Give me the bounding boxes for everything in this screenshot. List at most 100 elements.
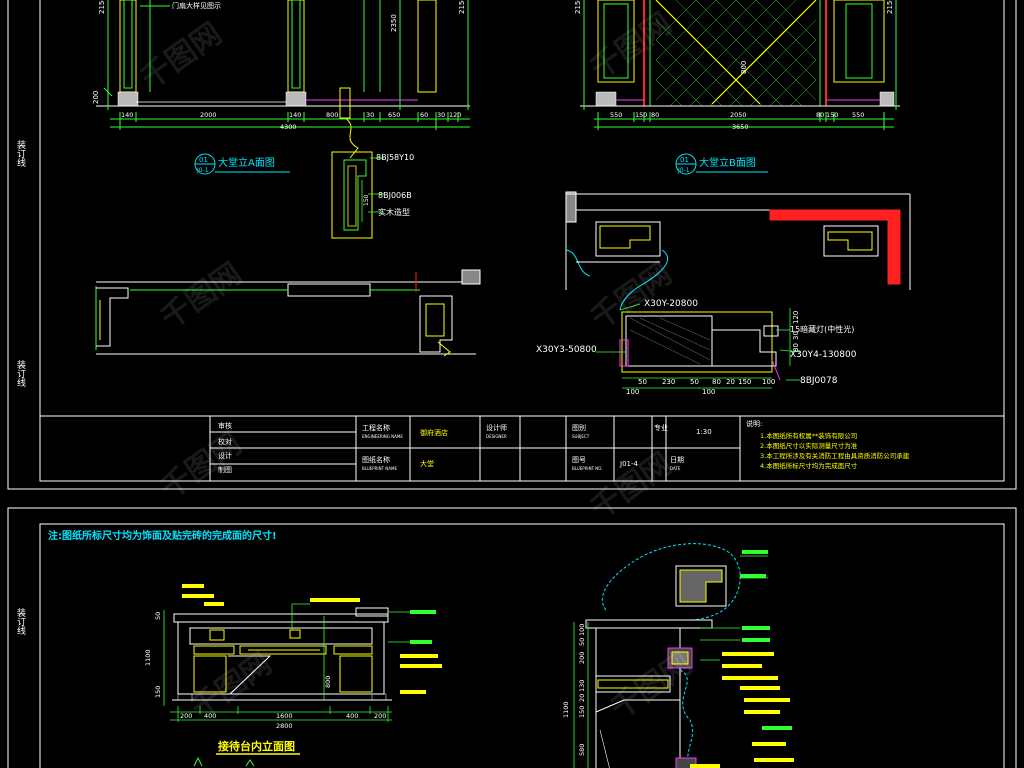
- tb-drawing-label-en: BLUEPRINT NAME: [362, 466, 397, 471]
- dim-label: 1100: [144, 649, 152, 666]
- dim-label: 650: [388, 111, 400, 119]
- dim-label: 200: [180, 712, 192, 720]
- title-block-text: 审核 校对 设计 制图 工程名称 ENGINEERING NAME 御府酒店 设…: [218, 419, 910, 474]
- dim-label: 80: [712, 378, 721, 386]
- watermark-text: 千图网: [155, 426, 249, 506]
- dim-label: 2350: [390, 14, 398, 32]
- dim-label: 2800: [276, 722, 293, 730]
- dim-label: 140: [289, 111, 301, 119]
- dim-label: 100: [702, 388, 715, 396]
- dim-label: 150: [738, 378, 751, 386]
- detail-a: 8BJ58Y10 8BJ006B 实木造型 150: [331, 151, 414, 239]
- top-sheet-frame: [7, 0, 1017, 490]
- dim-label: 120: [792, 311, 800, 324]
- dim-label: 80: [651, 111, 659, 119]
- tb-drawing-label: 图纸名称: [362, 455, 390, 464]
- detail-label: 8BJ58Y10: [376, 153, 414, 162]
- dim-label: 150: [635, 111, 647, 119]
- marker-ref: J0-1: [196, 167, 209, 174]
- plan-detail-b: X30Y-20800 X30Y3-50800 15暗藏灯(中性光) X30Y4-…: [536, 191, 911, 396]
- dim-label: 400: [204, 712, 216, 720]
- dim-label: 150: [363, 194, 370, 206]
- dim-label: 150: [154, 686, 162, 698]
- binding-label: 装订线: [15, 607, 26, 635]
- elevation-c-title: 接待台内立面图: [218, 739, 295, 753]
- plan-label: X30Y3-50800: [536, 345, 597, 355]
- dim-label: 4300: [280, 123, 297, 131]
- tb-note: 2.本图纸尺寸以实际测量尺寸为准: [760, 441, 858, 450]
- dim-label: 2150: [886, 0, 894, 14]
- dim-label: 60: [420, 111, 428, 119]
- dim-label: 200: [578, 652, 586, 664]
- dim-label: 800: [326, 111, 338, 119]
- dim-label: 100: [626, 388, 639, 396]
- section-d: 100 50 200 130 20 150 1100 580: [562, 543, 794, 768]
- dim-label: 80: [792, 343, 800, 352]
- dim-label: 2050: [730, 111, 747, 119]
- tb-project-value: 御府酒店: [420, 428, 448, 437]
- watermark-text: 千图网: [155, 256, 249, 336]
- watermark-text: 千图网: [585, 446, 679, 526]
- plan-label: X30Y-20800: [644, 299, 698, 309]
- elevation-a-title: 大堂立A面图: [218, 156, 275, 169]
- dim-label: 3650: [732, 123, 749, 131]
- binding-label: 装订线: [15, 139, 26, 167]
- dim-label: 200: [92, 91, 100, 104]
- dim-label: 30: [366, 111, 374, 119]
- tb-date-label-en: DATE: [670, 466, 681, 471]
- dim-label: 100: [578, 624, 586, 636]
- tb-row-label: 审核: [218, 421, 232, 430]
- dim-label: 400: [346, 712, 358, 720]
- watermark-text: 千图网: [605, 646, 699, 726]
- dim-label: 800: [740, 61, 748, 74]
- dim-label: 50: [638, 378, 647, 386]
- dim-label: 200: [374, 712, 386, 720]
- binding-label: 装订线: [15, 359, 26, 387]
- dim-label: 230: [662, 378, 675, 386]
- tb-project-label-en: ENGINEERING NAME: [362, 434, 403, 439]
- watermark-text: 千图网: [185, 646, 279, 726]
- plan-label: 8BJ0078: [800, 376, 838, 386]
- dim-label: 2150: [458, 0, 466, 14]
- bottom-sheet-frame: [7, 507, 1017, 768]
- tb-designer-label-en: DESIGNER: [486, 434, 507, 439]
- dim-label: 580: [578, 744, 586, 756]
- title-block: [40, 415, 1004, 481]
- elevation-a-note: 门扇大样见图示: [172, 1, 221, 10]
- tb-notes-title: 说明:: [746, 419, 762, 428]
- dim-label: 80: [816, 111, 824, 119]
- tb-row-label: 设计: [218, 451, 232, 460]
- dim-label: 150: [578, 706, 586, 718]
- marker-number: 01: [680, 156, 689, 164]
- dim-label: 50: [578, 638, 586, 646]
- dim-label: 1600: [276, 712, 293, 720]
- watermark-text: 千图网: [585, 256, 679, 336]
- tb-note: 3.本工程所涉及有关消防工程由具资质消防公司承建: [760, 451, 910, 460]
- tb-designer-label: 设计师: [486, 423, 507, 432]
- plan-label: 15暗藏灯(中性光): [790, 324, 854, 334]
- tb-row-label: 校对: [218, 437, 232, 446]
- dim-label: 2150: [574, 0, 582, 14]
- plan-label: X30Y4-130800: [790, 350, 857, 360]
- tb-category-label-en: SUBJECT: [572, 434, 590, 439]
- marker-number: 01: [199, 156, 208, 164]
- tb-note: 1.本图纸所有权属**装饰有限公司: [760, 431, 857, 440]
- dim-label: 30: [792, 331, 800, 340]
- dim-label: 550: [852, 111, 864, 119]
- watermark-text: 千图网: [135, 16, 229, 96]
- dim-label: 30: [437, 111, 445, 119]
- marker-ref: J0-1: [677, 167, 690, 174]
- tb-drawing-value: 大堂: [420, 459, 434, 468]
- detail-label: 实木造型: [378, 207, 410, 217]
- tb-category-label2: 专业: [654, 423, 668, 432]
- dim-label: 120: [449, 111, 461, 119]
- dim-label: 20: [726, 378, 735, 386]
- plan-strip-a: [95, 269, 481, 357]
- dim-label: 130: [578, 680, 586, 692]
- dim-label: 800: [324, 676, 332, 688]
- dim-label: 140: [121, 111, 133, 119]
- watermark-text: 千图网: [585, 6, 679, 86]
- tb-blueprint-label: 图号: [572, 456, 586, 464]
- dim-label: 550: [610, 111, 622, 119]
